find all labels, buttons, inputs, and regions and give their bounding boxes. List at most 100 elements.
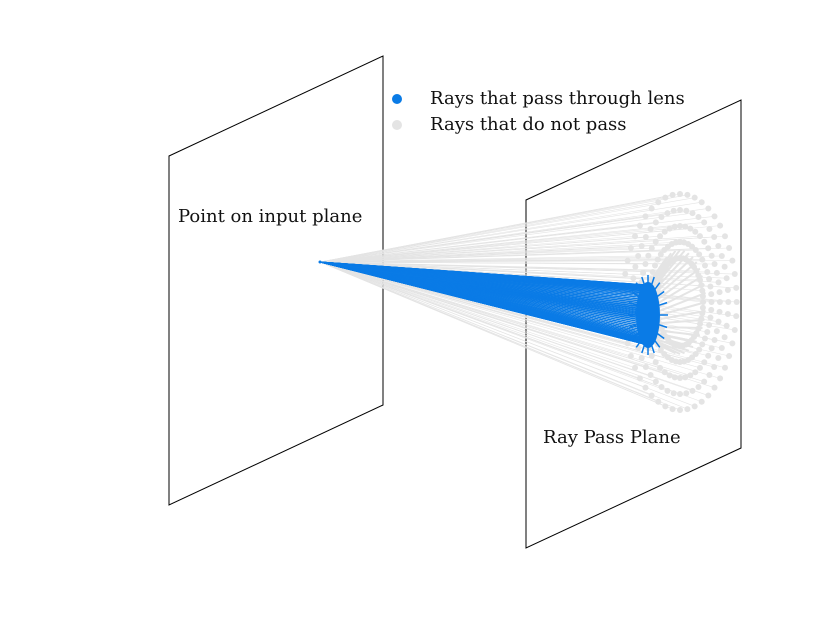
blocked-ray-hit xyxy=(638,355,645,362)
blocked-ray xyxy=(319,261,639,349)
blocked-ray-spoke xyxy=(659,292,706,312)
blocked-ray-hit xyxy=(715,318,722,325)
blocked-ray xyxy=(319,261,636,369)
blocked-ray-hit xyxy=(652,378,659,385)
blocked-ray-hit xyxy=(652,262,659,269)
blocked-ray-hit xyxy=(658,214,665,221)
blocked-ray-hit xyxy=(624,257,631,264)
blocked-ray-hit xyxy=(707,314,714,321)
blocked-ray-hit xyxy=(721,334,728,341)
blocked-ray-hit xyxy=(716,289,723,296)
blocked-ray-hit xyxy=(705,205,712,212)
blocked-ray-hit xyxy=(630,275,637,282)
blocked-ray xyxy=(319,261,652,357)
blocked-ray-hit xyxy=(677,407,683,413)
blocked-ray xyxy=(319,261,626,275)
blocked-ray-hit xyxy=(684,191,691,198)
blocked-ray-hit xyxy=(697,277,704,283)
blocked-ray-hit xyxy=(696,346,703,353)
passing-rays xyxy=(319,261,659,346)
blocked-ray-hit xyxy=(657,251,664,258)
blocked-ray xyxy=(319,197,695,263)
blocked-ray xyxy=(319,201,702,263)
blocked-ray-spoke xyxy=(655,261,698,298)
blocked-ray-hit xyxy=(642,364,649,371)
passing-ray-tendril xyxy=(658,301,668,307)
blocked-ray-hit xyxy=(669,191,676,198)
blocked-ray-hit xyxy=(705,245,712,252)
blocked-ray-hit xyxy=(717,222,724,229)
legend-pass-marker xyxy=(392,94,402,104)
blocked-ray xyxy=(319,193,681,263)
blocked-ray-hit xyxy=(701,262,708,269)
blocked-ray-hit xyxy=(733,299,740,305)
blocked-ray xyxy=(319,261,709,396)
passing-ray-tendril xyxy=(656,332,665,340)
passing-ray-tendril xyxy=(658,323,668,329)
blocked-ray-hit xyxy=(696,364,703,371)
blocked-ray-hit xyxy=(698,398,705,405)
blocked-ray-hit xyxy=(671,374,678,381)
blocked-ray-hit xyxy=(661,369,668,376)
legend: Rays that pass through lens Rays that do… xyxy=(392,88,685,135)
blocked-ray-hit xyxy=(647,371,654,378)
blocked-ray xyxy=(319,261,659,403)
blocked-ray-hit xyxy=(662,194,669,201)
legend-pass-label: Rays that pass through lens xyxy=(430,88,685,109)
pass-plane-label: Ray Pass Plane xyxy=(543,427,681,448)
blocked-ray-hit xyxy=(656,277,663,283)
blocked-ray-hit xyxy=(683,207,690,214)
blocked-ray-hit xyxy=(721,263,728,270)
blocked-ray-hit xyxy=(692,247,699,254)
blocked-ray-hit xyxy=(691,403,698,410)
passing-ray-tendril xyxy=(650,276,655,286)
blocked-ray-hit xyxy=(692,228,699,235)
blocked-ray-hit xyxy=(698,315,705,322)
blocked-ray-hit xyxy=(701,238,708,245)
blocked-ray-hit xyxy=(701,378,708,385)
blocked-ray-hit xyxy=(677,375,683,381)
blocked-ray-hit xyxy=(648,392,655,399)
blocked-ray xyxy=(319,261,652,396)
blocked-ray-hit xyxy=(715,279,722,286)
blocked-ray-hit xyxy=(717,375,724,382)
passing-ray-tendril xyxy=(628,323,638,329)
blocked-ray-hit xyxy=(657,233,664,240)
blocked-ray-hit xyxy=(701,359,708,366)
blocked-ray-hit xyxy=(697,321,704,327)
passing-ray-tendril xyxy=(656,290,665,298)
blocked-ray-hit xyxy=(664,210,671,217)
blocked-ray-hit xyxy=(632,263,639,270)
blocked-ray-hit xyxy=(696,251,703,258)
blocked-ray-hit xyxy=(648,352,655,359)
blocked-ray-hit xyxy=(655,398,662,405)
blocked-ray-hit xyxy=(724,311,731,318)
blocked-ray xyxy=(319,194,688,263)
blocked-ray-hit xyxy=(726,353,733,359)
blocked-ray-hit xyxy=(687,372,694,379)
blocked-ray-hit xyxy=(683,390,690,397)
blocked-ray xyxy=(319,247,631,263)
input-plane xyxy=(168,55,384,506)
source-point xyxy=(318,260,322,264)
blocked-ray-hit xyxy=(652,219,659,226)
blocked-ray-hit xyxy=(664,387,671,394)
blocked-ray-hit xyxy=(689,210,696,217)
blocked-ray-hit xyxy=(708,252,715,259)
blocked-ray-hit xyxy=(635,253,642,259)
blocked-ray-hit xyxy=(699,310,706,317)
blocked-ray-hit xyxy=(699,293,706,300)
blocked-ray-hit xyxy=(695,272,702,279)
blocked-ray-hit xyxy=(707,283,714,290)
blocked-ray-hit xyxy=(636,222,643,229)
blocked-ray-hit xyxy=(700,299,707,305)
blocked-ray-hit xyxy=(729,257,736,264)
blocked-ray-hit xyxy=(704,329,711,335)
blocked-ray-hit xyxy=(718,253,725,259)
blocked-ray-hit xyxy=(648,245,655,252)
blocked-ray-hit xyxy=(699,256,706,263)
blocked-ray-hit xyxy=(706,226,713,233)
blocked-ray-hit xyxy=(638,242,645,249)
blocked-ray-hit xyxy=(649,269,656,275)
passing-ray xyxy=(319,261,659,314)
